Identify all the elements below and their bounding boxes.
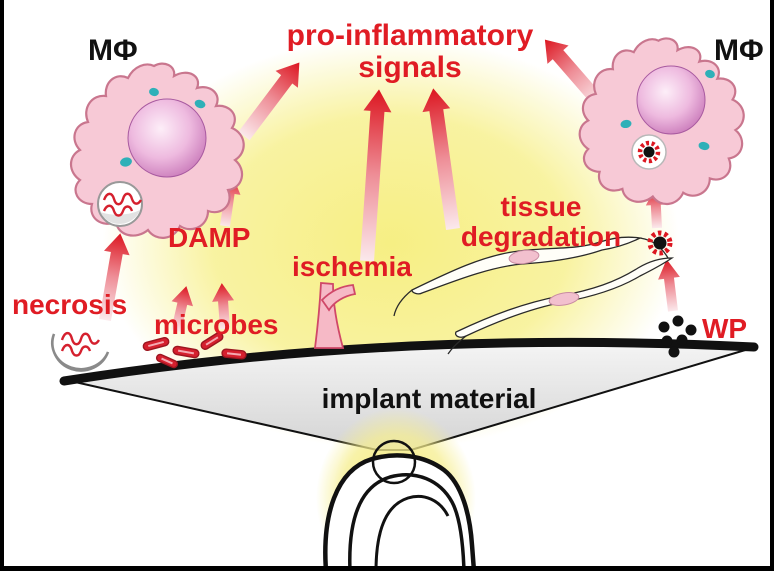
ischemia-label: ischemia — [292, 251, 412, 282]
arrow-macrophage-right-to-signals — [544, 39, 606, 108]
macrophage-left-label: MΦ — [88, 34, 138, 67]
fibroblast-cells — [393, 236, 675, 355]
nucleus — [127, 98, 207, 178]
arrows — [99, 39, 680, 333]
arrow-ischemia-to-signals — [360, 89, 392, 262]
arrow-macrophage-left-to-signals — [238, 62, 300, 141]
arrow-wp-to-particle — [658, 259, 680, 312]
diagram-canvas — [51, 37, 759, 566]
nucleus — [636, 65, 706, 135]
granule — [194, 99, 206, 109]
magnifier-circle — [371, 439, 417, 485]
fibroblast-nucleus — [548, 292, 580, 306]
macrophage-right-label: MΦ — [714, 34, 764, 67]
fibroblast-nucleus — [508, 249, 540, 265]
implant-material-label: implant material — [321, 383, 537, 414]
necrosis-label: necrosis — [12, 289, 128, 320]
ischemia-vessel — [313, 282, 357, 349]
wear-particles-label: WP — [702, 313, 748, 344]
granule — [698, 141, 710, 151]
phagocytic-cup — [97, 181, 143, 227]
microbes-illustration — [142, 332, 247, 369]
arrow-microbes-to-damp-2 — [212, 283, 235, 330]
implant-surface-line — [59, 337, 759, 386]
pro-inflammatory-signals-label: pro-inflammatory signals — [287, 20, 534, 84]
wear-particles-cluster — [658, 315, 697, 358]
tissue-degradation-line2: degradation — [460, 220, 622, 252]
arrow-necrosis-to-macrophage — [99, 233, 130, 322]
necrosis-debris — [51, 331, 110, 372]
granule — [705, 69, 715, 79]
macrophage-cell-left — [69, 62, 245, 239]
microbes-label: microbes — [154, 309, 279, 340]
tissue-degradation-line1: tissue — [500, 191, 582, 222]
macrophage-cell-right — [578, 37, 745, 205]
pro-inflammatory-line2: signals — [358, 50, 462, 84]
tissue-degradation-label: tissue degradation — [461, 192, 621, 251]
implant-illustration — [316, 408, 476, 566]
arrow-microbes-to-damp-1 — [171, 286, 194, 333]
opsonized-wear-particle — [647, 230, 673, 256]
arrow-degradation-to-signals — [422, 88, 460, 230]
granule — [120, 157, 132, 167]
granule — [149, 87, 159, 97]
granule — [620, 119, 632, 129]
phagosome-with-particle — [631, 134, 667, 170]
pro-inflammatory-line1: pro-inflammatory — [286, 19, 534, 52]
damp-label: DAMP — [168, 222, 251, 253]
